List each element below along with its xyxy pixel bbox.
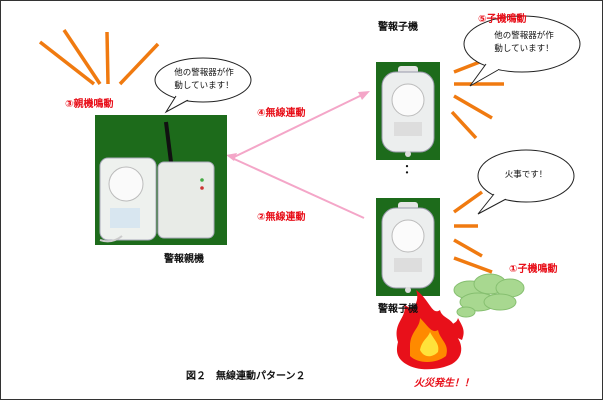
arrowhead-left	[226, 153, 237, 161]
antenna	[164, 121, 173, 163]
parent-bubble-line-2: 動しています！	[174, 81, 234, 91]
child-unit-label-top: 警報子機	[378, 22, 418, 33]
fire-outbreak-label: 火災発生！！	[414, 378, 474, 389]
parent-relay-box	[157, 161, 215, 239]
fire-alert-bubble-text: 火事です！	[504, 170, 548, 180]
child-top-bubble-line-2: 動しています！	[494, 44, 554, 54]
parent-bubble-text: 他の警報器が作 動しています！	[160, 67, 248, 93]
arrow-to-top-child	[231, 93, 365, 159]
child-bottom-ray-3	[453, 238, 483, 258]
arrowhead-top	[358, 91, 370, 100]
child-top-ray-4	[450, 110, 478, 140]
figure-caption: 図２ 無線連動パターン２	[186, 371, 306, 382]
child-bottom-device	[376, 198, 440, 296]
child-top-ray-3	[453, 94, 493, 120]
child-top-device	[376, 62, 440, 160]
continuation-dots: ：	[404, 162, 417, 176]
child-bottom-photo	[376, 198, 440, 296]
arrow-from-bottom-child	[231, 157, 365, 219]
parent-alarm-speaker	[108, 166, 144, 202]
child-bottom-ray-1	[452, 190, 484, 214]
wireless-arrows	[226, 91, 370, 219]
child-top-bubble-text: 他の警報器が作 動しています！	[478, 30, 570, 56]
smoke-cloud	[453, 273, 525, 318]
parent-alarm-label	[110, 208, 140, 228]
parent-unit-device	[95, 115, 227, 245]
child-bottom-alarm-rays	[452, 190, 493, 274]
parent-unit-label: 警報親機	[164, 254, 204, 265]
parent-alarm-label: ③親機鳴動	[65, 99, 114, 110]
child-top-bubble-line-1: 他の警報器が作	[494, 31, 554, 41]
fire-illustration	[396, 290, 464, 370]
child-alarm-top-label: ⑤子機鳴動	[478, 14, 527, 25]
child-bottom-ray-4	[453, 256, 493, 274]
wireless-link-4-label: ④無線連動	[257, 108, 306, 119]
parent-speech-bubble	[154, 57, 252, 114]
parent-unit-photo	[95, 115, 227, 245]
parent-ray-2	[62, 29, 102, 85]
parent-ray-1	[38, 40, 96, 86]
child-top-speech-bubble	[463, 15, 581, 87]
parent-bubble-line-1: 他の警報器が作	[174, 68, 234, 78]
wireless-link-2-label: ②無線連動	[257, 212, 306, 223]
child-unit-label-bottom: 警報子機	[378, 304, 418, 315]
parent-ray-3	[105, 31, 110, 85]
child-bottom-speech-bubble	[477, 149, 575, 215]
parent-ray-4	[118, 42, 160, 86]
child-top-photo	[376, 62, 440, 160]
child-alarm-bottom-label: ①子機鳴動	[509, 264, 558, 275]
parent-alarm-rays	[38, 29, 160, 86]
